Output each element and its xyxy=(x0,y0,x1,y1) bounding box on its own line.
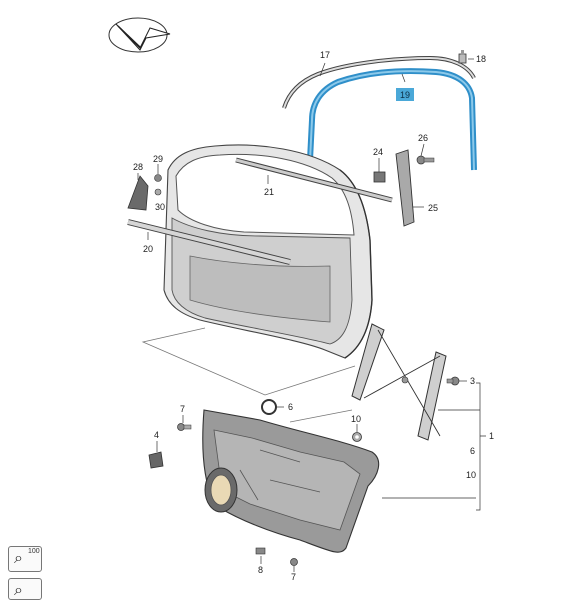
screw-26 xyxy=(416,155,435,165)
callout-3: 3 xyxy=(470,376,475,386)
zoom-secondary-button[interactable]: ⌕ xyxy=(8,578,42,600)
clip-4 xyxy=(148,451,164,469)
callout-10-right: 10 xyxy=(466,470,476,480)
callout-4: 4 xyxy=(154,430,159,440)
screw-7-upper xyxy=(177,423,192,431)
magnifier-icon: ⌕ xyxy=(14,580,23,599)
grommet-6 xyxy=(261,399,277,415)
callout-21: 21 xyxy=(264,187,274,197)
trim-strip-20 xyxy=(127,219,291,265)
window-channel-highlighted xyxy=(305,68,477,201)
callout-17: 17 xyxy=(320,50,330,60)
triangle-trim-28 xyxy=(127,175,149,211)
screw-29-30 xyxy=(154,174,162,196)
stud-8 xyxy=(255,547,266,555)
highlight-box-19 xyxy=(396,88,414,101)
trim-strip-21 xyxy=(235,157,393,203)
callout-20: 20 xyxy=(143,244,153,254)
reference-lines xyxy=(141,327,356,423)
callout-7-upper: 7 xyxy=(180,404,185,414)
door-module-carrier xyxy=(202,409,380,553)
clip-24 xyxy=(373,171,386,183)
b-pillar-trim-25 xyxy=(395,149,415,227)
zoom-label: 100 xyxy=(28,548,40,555)
callout-26: 26 xyxy=(418,133,428,143)
clip-18 xyxy=(458,50,467,64)
leader-lines xyxy=(137,58,486,572)
callout-25: 25 xyxy=(428,203,438,213)
callout-8: 8 xyxy=(258,565,263,575)
orientation-logo xyxy=(108,17,171,53)
screw-3 xyxy=(446,376,460,386)
callout-18: 18 xyxy=(476,54,486,64)
callout-7-lower: 7 xyxy=(291,572,296,582)
magnifier-icon: ⌕ xyxy=(14,548,23,567)
zoom-100-button[interactable]: ⌕ 100 xyxy=(8,546,42,572)
callout-28: 28 xyxy=(133,162,143,172)
callout-29: 29 xyxy=(153,154,163,164)
callout-10-nut: 10 xyxy=(351,414,361,424)
window-regulator xyxy=(351,323,447,441)
callout-24: 24 xyxy=(373,147,383,157)
callout-30: 30 xyxy=(155,202,165,212)
nut-10 xyxy=(352,432,362,442)
callout-6-grommet: 6 xyxy=(288,402,293,412)
window-frame-seal xyxy=(282,55,476,109)
callout-19: 19 xyxy=(400,90,410,100)
screw-7-lower xyxy=(290,558,298,566)
callout-1: 1 xyxy=(489,431,494,441)
callout-6-right: 6 xyxy=(470,446,475,456)
door-shell xyxy=(163,144,373,359)
